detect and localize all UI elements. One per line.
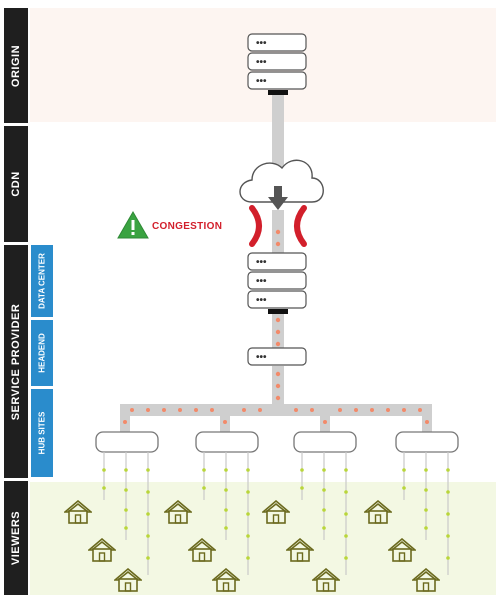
viewer-traffic-dots	[102, 468, 450, 560]
pipe-origin-cdn	[272, 92, 284, 172]
hub-site-2	[195, 431, 259, 453]
sidebar-segment-service-provider: SERVICE PROVIDER	[4, 245, 28, 478]
congestion-left-bracket	[249, 205, 262, 247]
sidebar-segment-origin: ORIGIN	[4, 8, 28, 123]
down-arrow-icon	[268, 186, 288, 210]
sub-segment-hub-sites: HUB SITES	[31, 389, 53, 477]
home-icon-3-3	[312, 568, 340, 592]
home-icon-4-1	[364, 500, 392, 524]
congestion-right-bracket	[294, 205, 307, 247]
datacenter-server-stack	[247, 252, 307, 314]
home-icon-1-2	[88, 538, 116, 562]
pipe-distribution-bar	[120, 404, 432, 416]
datacenter-server-dots-1: •••	[256, 257, 267, 268]
pipe-drop-hub-1	[120, 404, 130, 434]
home-icon-2-3	[212, 568, 240, 592]
home-icon-2-2	[188, 538, 216, 562]
sub-segment-headend: HEADEND	[31, 320, 53, 386]
home-icon-2-1	[164, 500, 192, 524]
sidebar-segment-cdn: CDN	[4, 126, 28, 242]
origin-server-dots-1: •••	[256, 38, 267, 49]
pipe-drop-hub-2	[220, 404, 230, 434]
datacenter-server-dots-2: •••	[256, 276, 267, 287]
pipe-drop-hub-3	[320, 404, 330, 434]
home-icon-4-2	[388, 538, 416, 562]
warning-icon	[117, 210, 149, 239]
congestion-label: CONGESTION	[152, 221, 223, 232]
datacenter-server-dots-3: •••	[256, 295, 267, 306]
home-icon-3-1	[262, 500, 290, 524]
origin-server-stack	[247, 33, 307, 95]
sub-segment-data-center: DATA CENTER	[31, 245, 53, 317]
headend-server-dots: •••	[256, 352, 267, 363]
hub-site-1	[95, 431, 159, 453]
cdn-cloud	[239, 159, 324, 203]
origin-server-dots-2: •••	[256, 57, 267, 68]
hub-site-4	[395, 431, 459, 453]
sidebar-segment-viewers: VIEWERS	[4, 481, 28, 595]
headend-server	[247, 347, 307, 366]
viewer-drop-lines	[103, 452, 449, 575]
home-icon-1-3	[114, 568, 142, 592]
pipe-traffic-dots	[123, 229, 429, 424]
hub-site-3	[293, 431, 357, 453]
pipe-headend-distribution	[272, 366, 284, 411]
home-icon-3-2	[286, 538, 314, 562]
pipe-drop-hub-4	[422, 404, 432, 434]
home-icon-4-3	[412, 568, 440, 592]
home-icon-1-1	[64, 500, 92, 524]
origin-server-dots-3: •••	[256, 76, 267, 87]
